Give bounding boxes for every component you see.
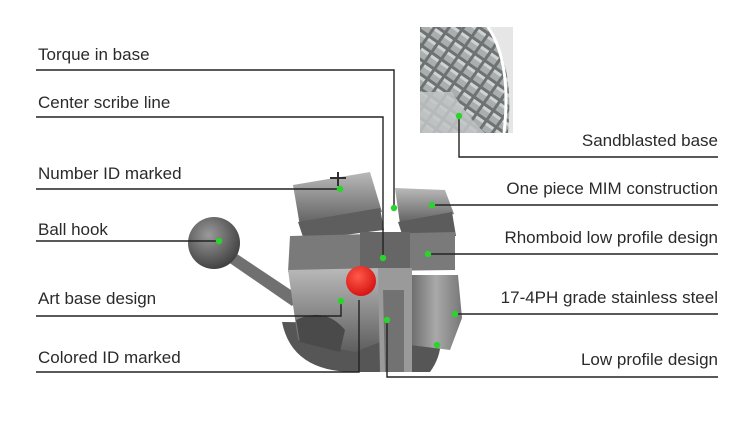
marker-rhomboid xyxy=(424,250,432,258)
leader-sandblasted-base xyxy=(458,116,718,158)
leader-art-base-design xyxy=(36,301,342,317)
marker-one-piece-mim xyxy=(428,201,436,209)
leader-low-profile-design xyxy=(386,320,718,378)
leader-colored-id-marked xyxy=(36,300,360,373)
colored-id-dot xyxy=(346,266,376,296)
label-rhomboid-low-profile: Rhomboid low profile design xyxy=(504,228,718,247)
label-number-id-marked: Number ID marked xyxy=(38,164,182,183)
marker-ball-hook xyxy=(215,237,223,245)
label-stainless-steel: 17-4PH grade stainless steel xyxy=(500,288,718,307)
marker-center-scribe xyxy=(379,254,387,262)
marker-low-profile xyxy=(433,341,441,349)
label-sandblasted-base: Sandblasted base xyxy=(581,131,718,150)
label-low-profile-design: Low profile design xyxy=(580,350,718,369)
marker-colored-id xyxy=(383,316,391,324)
label-ball-hook: Ball hook xyxy=(38,220,108,239)
label-one-piece-mim: One piece MIM construction xyxy=(506,179,718,198)
markers xyxy=(215,112,463,349)
label-torque-in-base: Torque in base xyxy=(38,45,150,64)
marker-stainless-steel xyxy=(451,310,459,318)
sandblasted-base-inset xyxy=(420,27,513,133)
bracket-shape xyxy=(282,172,462,372)
leader-torque-in-base xyxy=(36,69,395,208)
label-center-scribe-line: Center scribe line xyxy=(38,93,171,112)
leader-lines xyxy=(36,69,718,378)
leader-center-scribe-line xyxy=(36,116,384,258)
marker-number-id xyxy=(336,185,344,193)
marker-sandblasted-base xyxy=(455,112,463,120)
label-art-base-design: Art base design xyxy=(38,289,157,308)
ball-hook-shape xyxy=(188,217,300,306)
marker-torque-in-base xyxy=(390,204,398,212)
marker-art-base xyxy=(337,297,345,305)
label-colored-id-marked: Colored ID marked xyxy=(38,348,181,367)
